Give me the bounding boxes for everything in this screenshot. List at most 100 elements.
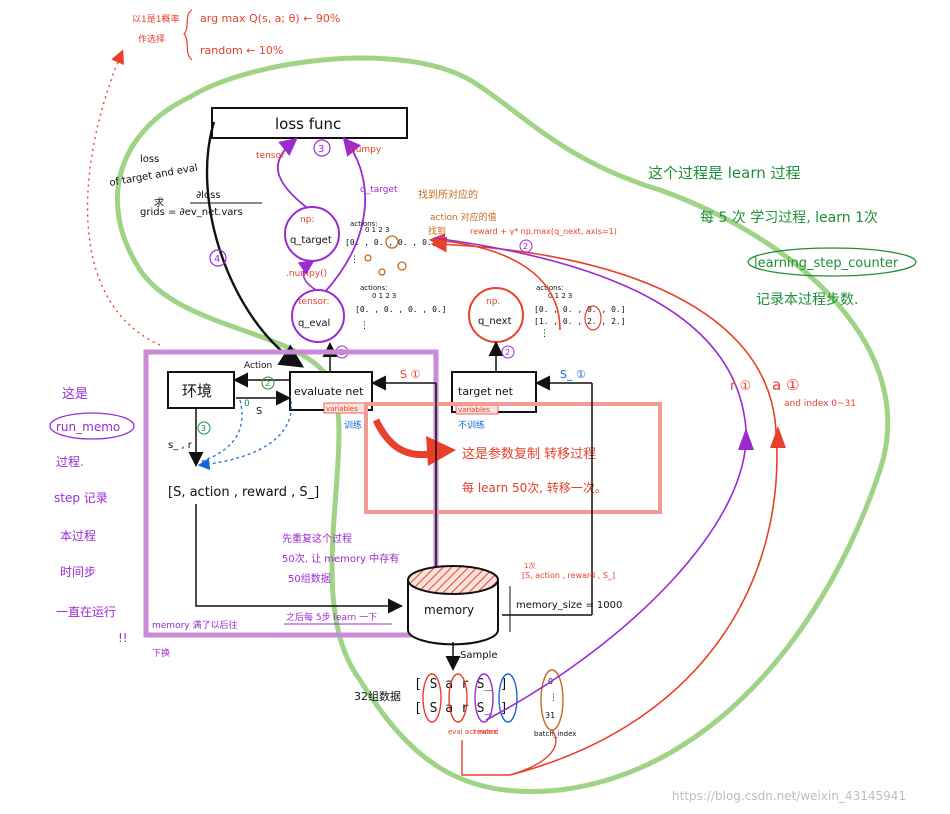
step2b-label: 2 bbox=[505, 348, 510, 357]
tensor2-label: tensor: bbox=[298, 297, 330, 307]
numpy2-label: .numpy() bbox=[286, 269, 327, 279]
memory-entry: [S, action , reward , S_] bbox=[522, 571, 615, 580]
batch-index-dots: ⋮ bbox=[549, 693, 558, 703]
step2b-circle bbox=[501, 345, 515, 359]
transition-to-memory bbox=[195, 504, 403, 614]
q-target-mark4 bbox=[378, 268, 386, 276]
left-note-3: 过程. bbox=[56, 454, 84, 469]
action-dui-label: action 对应的值 bbox=[430, 211, 497, 223]
a1-label: a ① bbox=[772, 376, 799, 394]
left-note-1: 这是 bbox=[62, 386, 88, 402]
exploration-arrow bbox=[86, 49, 161, 346]
s1-label: S ① bbox=[400, 368, 420, 381]
q-eval-name: q_eval bbox=[298, 318, 330, 329]
batch-col-a bbox=[448, 673, 468, 723]
q-target-annotation: q_target bbox=[360, 185, 398, 195]
batch-label: 32组数据 bbox=[354, 689, 401, 703]
loss-func-box bbox=[211, 107, 408, 139]
r1-label: r ① bbox=[730, 379, 751, 394]
step4-circle bbox=[209, 249, 227, 267]
evaluate-net-tag: variables bbox=[326, 405, 358, 413]
zhaodao2-label: 找到 bbox=[428, 225, 446, 237]
dotted-arrow-1 bbox=[197, 394, 292, 471]
q-target-mark2 bbox=[397, 261, 407, 271]
top-note-line2: random ← 10% bbox=[200, 44, 283, 57]
transition-label: [S, action , reward , S_] bbox=[168, 485, 319, 500]
step4-label: 4 bbox=[214, 254, 220, 265]
qnext-to-qtarget bbox=[428, 232, 561, 331]
numpy-label: numpy bbox=[350, 145, 382, 155]
eval-act-index-label: eval act index bbox=[448, 728, 497, 736]
q-target-type: np: bbox=[300, 215, 314, 225]
target-net-label: target net bbox=[458, 385, 514, 398]
reward-col-label: reward bbox=[474, 728, 498, 736]
batch-index-31: 31 bbox=[545, 711, 555, 720]
q-next-name: q_next bbox=[478, 316, 512, 327]
top-note-side: 以1是1概率 bbox=[132, 13, 179, 25]
memory-entry-prefix: 1次 bbox=[524, 561, 535, 570]
q-next-type: np. bbox=[486, 297, 500, 307]
step3b-label: 3 bbox=[201, 424, 206, 433]
target-net-tag: variables bbox=[458, 406, 490, 414]
q-target-name: q_target bbox=[290, 235, 332, 246]
reward-formula: reward + γ* np.max(q_next, axis=1) bbox=[470, 227, 617, 236]
reward-arrowhead bbox=[738, 428, 754, 450]
memory-cylinder-top bbox=[407, 565, 499, 595]
step3b-circle bbox=[197, 421, 211, 435]
memory-note-1: 先重复这个过程 bbox=[282, 532, 352, 545]
and-index-label: and index 0~31 bbox=[784, 399, 856, 409]
q-target-mark bbox=[385, 235, 399, 249]
left-note-2: run_memo bbox=[56, 420, 120, 434]
q-next-matrix-row3: ⋮ bbox=[540, 329, 549, 339]
batch-col-s bbox=[422, 673, 442, 723]
memory-note-3: 50组数据 bbox=[288, 572, 331, 585]
tensor-label: tensor bbox=[256, 151, 285, 161]
copy-params-box bbox=[364, 402, 662, 514]
memory-size: memory_size = 1000 bbox=[516, 600, 622, 611]
step2c-circle bbox=[261, 376, 275, 390]
dotted-arrow-2 bbox=[199, 399, 243, 463]
gradient-arrow bbox=[205, 121, 305, 368]
sample-label: Sample bbox=[460, 650, 498, 661]
step3-circle bbox=[313, 139, 331, 157]
action-label: Action bbox=[244, 361, 272, 371]
watermark: https://blog.csdn.net/weixin_43145941 bbox=[672, 789, 906, 803]
q-next-max-mark bbox=[584, 305, 602, 331]
s-next-label: S_ ① bbox=[560, 368, 586, 381]
q-next-matrix-header: actions: bbox=[536, 284, 564, 292]
batch-col-r bbox=[474, 673, 494, 723]
learn-loop-outline bbox=[115, 55, 891, 794]
right-note-2: 每 5 次 学习过程, learn 1次 bbox=[700, 210, 878, 226]
batch-row1: [ S a r S_ ] bbox=[414, 677, 508, 692]
memory-note-4: 之后每 5步 learn 一下 bbox=[286, 611, 377, 623]
right-note-3-circle bbox=[747, 247, 917, 277]
memory-label: memory bbox=[424, 603, 474, 617]
left-note-6: 时间步 bbox=[60, 565, 96, 579]
right-note-3: learning_step_counter bbox=[754, 256, 899, 271]
q-eval-matrix-row1: [0. , 0. , 0. , 0.] bbox=[355, 305, 447, 314]
q-eval-to-loss bbox=[324, 137, 366, 293]
copy-arrow-head bbox=[426, 436, 456, 466]
copy-line1: 这是参数复制 转移过程 bbox=[462, 446, 596, 462]
loss-line5: grids = ∂ev_net.vars bbox=[140, 207, 243, 218]
step3-label: 3 bbox=[318, 144, 324, 155]
left-note-4: step 记录 bbox=[54, 491, 108, 505]
copy-line2: 每 learn 50次, 转移一次。 bbox=[462, 480, 607, 495]
q-eval-matrix-row2: ⋮ bbox=[360, 321, 369, 331]
reward-to-qtarget-curve bbox=[433, 237, 747, 721]
action-to-qtarget-curve bbox=[430, 236, 778, 776]
environment-box bbox=[167, 371, 235, 409]
q-eval-matrix-cols: 0 1 2 3 bbox=[372, 292, 397, 300]
right-note-4: 记录本过程步数. bbox=[756, 292, 858, 308]
s-label: S bbox=[256, 406, 262, 417]
q-next-matrix-cols: 0 1 2 3 bbox=[548, 292, 573, 300]
batch-row2: [ S a r S_ ] bbox=[414, 701, 508, 716]
q-target-mark3 bbox=[364, 254, 372, 262]
memory-full: memory 满了以后往 bbox=[152, 619, 237, 631]
evaluate-net-label: evaluate net bbox=[294, 385, 364, 398]
action-arrowhead bbox=[770, 426, 786, 448]
batch-col-s-next bbox=[498, 673, 518, 723]
left-note-7: 一直在运行 bbox=[56, 605, 116, 619]
top-note-line1: arg max Q(s, a; θ) ← 90% bbox=[200, 12, 340, 25]
